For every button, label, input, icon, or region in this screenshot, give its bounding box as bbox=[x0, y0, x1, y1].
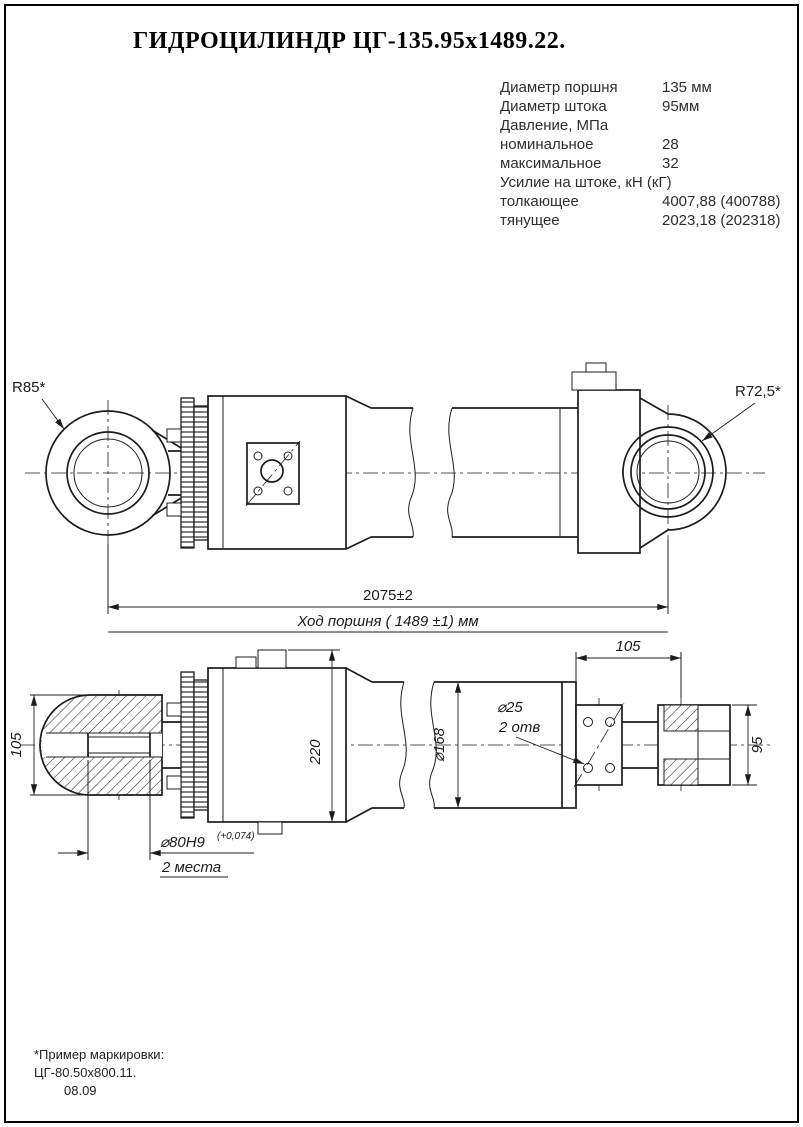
rear-cap bbox=[571, 362, 641, 554]
dim-95-dimension: 95 bbox=[732, 704, 766, 786]
dim-220: 220 bbox=[307, 739, 324, 766]
dim-overall-length: 2075±2 bbox=[363, 587, 413, 604]
dim-d25: ⌀25 bbox=[497, 699, 523, 716]
spec-value: 2023,18 (202318) bbox=[662, 212, 781, 229]
spec-value: 135 мм bbox=[662, 79, 712, 96]
spec-row: Диаметр штока 95мм bbox=[500, 97, 798, 116]
specs-table: Диаметр поршня 135 мм Диаметр штока 95мм Д… bbox=[500, 78, 798, 230]
mounting-plate bbox=[561, 681, 625, 809]
spec-label: максимальное bbox=[500, 155, 602, 172]
port-block bbox=[245, 440, 301, 507]
spec-row: толкающее 4007,88 (400788) bbox=[500, 192, 798, 211]
spec-value: 32 bbox=[662, 155, 679, 172]
dim-d80-tolerance: (+0,074) bbox=[217, 831, 255, 842]
footnote-line1: *Пример маркировки: bbox=[34, 1047, 165, 1062]
break-line bbox=[429, 681, 437, 809]
spec-label: номинальное bbox=[500, 136, 594, 153]
dim-2otv: 2 отв bbox=[498, 719, 540, 736]
centerlines-upper bbox=[25, 400, 765, 548]
spec-label: Диаметр поршня bbox=[500, 79, 618, 96]
upper-view: R85* R72,5* 2075±2 Ход поршня ( 1489 ±1)… bbox=[12, 362, 781, 633]
spec-row: Усилие на штоке, кН (кГ) bbox=[500, 173, 798, 192]
gland-collar bbox=[166, 397, 209, 549]
spec-label: Диаметр штока bbox=[500, 98, 607, 115]
spec-row: тянущее 2023,18 (202318) bbox=[500, 211, 798, 230]
overall-length-dimension: 2075±2 Ход поршня ( 1489 ±1) мм bbox=[107, 540, 669, 633]
dim-2mesta: 2 места bbox=[161, 859, 221, 876]
dim-80-dimension: ⌀80Н9 (+0,074) 2 места bbox=[58, 760, 255, 878]
spec-value: 95мм bbox=[662, 98, 700, 115]
cylinder-tube-lower bbox=[345, 667, 562, 823]
spec-label: толкающее bbox=[500, 193, 579, 210]
drawing-title: ГИДРОЦИЛИНДР ЦГ-135.95х1489.22. bbox=[133, 28, 566, 54]
rod-eye bbox=[45, 410, 187, 536]
spec-value: 4007,88 (400788) bbox=[662, 193, 781, 210]
spec-value: 28 bbox=[662, 136, 679, 153]
spec-row: Диаметр поршня 135 мм bbox=[500, 78, 798, 97]
footnote-line2: ЦГ-80.50х800.11. bbox=[34, 1065, 137, 1080]
footnote: *Пример маркировки: ЦГ-80.50х800.11. 08.… bbox=[34, 1046, 164, 1100]
spec-row: Давление, МПа bbox=[500, 116, 798, 135]
holes-annotation: ⌀25 2 отв bbox=[497, 699, 585, 765]
cylinder-body-lower bbox=[207, 649, 347, 835]
spec-label: Усилие на штоке, кН (кГ) bbox=[500, 174, 672, 191]
dim-d168: ⌀168 bbox=[431, 727, 448, 762]
spec-row: номинальное 28 bbox=[500, 135, 798, 154]
dim-105-left: 105 bbox=[8, 732, 25, 758]
gland-collar-lower bbox=[166, 671, 209, 819]
dim-d80: ⌀80Н9 bbox=[160, 834, 206, 851]
rod-end-lower bbox=[622, 704, 731, 786]
radius-annotation-right: R72,5* bbox=[701, 383, 781, 442]
spec-row: максимальное 32 bbox=[500, 154, 798, 173]
dim-105-top-dimension: 105 bbox=[575, 638, 682, 700]
dim-r72-label: R72,5* bbox=[735, 383, 781, 400]
break-line bbox=[447, 407, 455, 538]
spec-label: тянущее bbox=[500, 212, 560, 229]
stroke-length-label: Ход поршня ( 1489 ±1) мм bbox=[296, 613, 478, 630]
footnote-line3: 08.09 bbox=[64, 1083, 97, 1098]
break-line bbox=[408, 407, 416, 538]
rear-eye bbox=[622, 397, 727, 549]
dim-95: 95 bbox=[749, 736, 766, 753]
dim-168-dimension: ⌀168 bbox=[431, 682, 462, 808]
cylinder-tube bbox=[345, 395, 578, 550]
break-line bbox=[399, 681, 407, 809]
dim-r85-label: R85* bbox=[12, 379, 46, 396]
lower-view: 105 220 bbox=[8, 638, 772, 878]
radius-annotation-left: R85* bbox=[12, 379, 65, 430]
clevis-section bbox=[39, 694, 163, 796]
spec-label: Давление, МПа bbox=[500, 117, 609, 134]
clevis-width-dimension: 105 bbox=[8, 694, 86, 796]
dim-105-top: 105 bbox=[615, 638, 641, 655]
dim-220-dimension: 220 bbox=[288, 649, 340, 822]
